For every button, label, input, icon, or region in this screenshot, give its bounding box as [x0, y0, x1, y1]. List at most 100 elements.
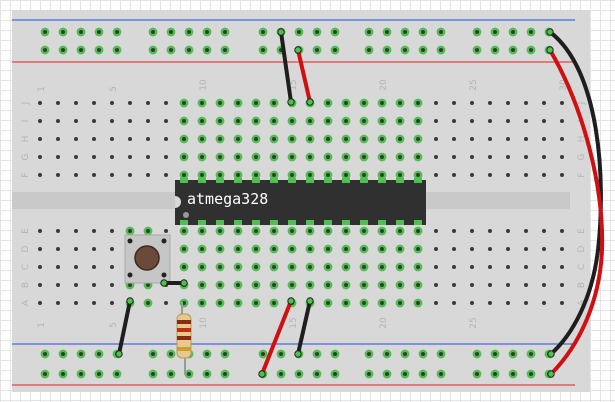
terminal-hole[interactable]	[74, 265, 78, 269]
terminal-hole[interactable]	[38, 119, 42, 123]
terminal-hole[interactable]	[308, 229, 312, 233]
terminal-hole[interactable]	[362, 301, 366, 305]
terminal-hole[interactable]	[380, 247, 384, 251]
rail-hole[interactable]	[169, 30, 173, 34]
terminal-hole[interactable]	[380, 265, 384, 269]
terminal-hole[interactable]	[200, 265, 204, 269]
terminal-hole[interactable]	[272, 173, 276, 177]
terminal-hole[interactable]	[398, 173, 402, 177]
terminal-hole[interactable]	[110, 229, 114, 233]
terminal-hole[interactable]	[164, 137, 168, 141]
rail-hole[interactable]	[493, 30, 497, 34]
rail-hole[interactable]	[97, 48, 101, 52]
resistor[interactable]	[176, 302, 192, 375]
terminal-hole[interactable]	[200, 247, 204, 251]
terminal-hole[interactable]	[308, 155, 312, 159]
terminal-hole[interactable]	[398, 155, 402, 159]
terminal-hole[interactable]	[434, 301, 438, 305]
terminal-hole[interactable]	[416, 247, 420, 251]
terminal-hole[interactable]	[560, 283, 564, 287]
terminal-hole[interactable]	[74, 283, 78, 287]
terminal-hole[interactable]	[506, 229, 510, 233]
terminal-hole[interactable]	[38, 101, 42, 105]
terminal-hole[interactable]	[506, 283, 510, 287]
terminal-hole[interactable]	[74, 301, 78, 305]
rail-hole[interactable]	[529, 48, 533, 52]
terminal-hole[interactable]	[452, 301, 456, 305]
terminal-hole[interactable]	[254, 265, 258, 269]
terminal-hole[interactable]	[326, 283, 330, 287]
terminal-hole[interactable]	[524, 173, 528, 177]
terminal-hole[interactable]	[74, 119, 78, 123]
terminal-hole[interactable]	[506, 265, 510, 269]
wire-black-top-short[interactable]	[279, 30, 293, 104]
rail-hole[interactable]	[297, 30, 301, 34]
terminal-hole[interactable]	[92, 119, 96, 123]
rail-hole[interactable]	[439, 30, 443, 34]
terminal-hole[interactable]	[560, 247, 564, 251]
rail-hole[interactable]	[151, 352, 155, 356]
terminal-hole[interactable]	[182, 155, 186, 159]
rail-hole[interactable]	[403, 48, 407, 52]
terminal-hole[interactable]	[38, 229, 42, 233]
rail-hole[interactable]	[205, 30, 209, 34]
terminal-hole[interactable]	[236, 137, 240, 141]
terminal-hole[interactable]	[92, 265, 96, 269]
terminal-hole[interactable]	[200, 101, 204, 105]
terminal-hole[interactable]	[452, 119, 456, 123]
terminal-hole[interactable]	[452, 265, 456, 269]
terminal-hole[interactable]	[218, 229, 222, 233]
terminal-hole[interactable]	[56, 265, 60, 269]
terminal-hole[interactable]	[290, 265, 294, 269]
terminal-hole[interactable]	[362, 265, 366, 269]
rail-hole[interactable]	[151, 30, 155, 34]
terminal-hole[interactable]	[560, 265, 564, 269]
terminal-hole[interactable]	[506, 137, 510, 141]
rail-hole[interactable]	[439, 372, 443, 376]
terminal-hole[interactable]	[200, 173, 204, 177]
terminal-hole[interactable]	[470, 155, 474, 159]
terminal-hole[interactable]	[506, 101, 510, 105]
terminal-hole[interactable]	[560, 119, 564, 123]
terminal-hole[interactable]	[56, 229, 60, 233]
terminal-hole[interactable]	[326, 101, 330, 105]
terminal-hole[interactable]	[416, 137, 420, 141]
terminal-hole[interactable]	[542, 137, 546, 141]
terminal-hole[interactable]	[380, 119, 384, 123]
terminal-hole[interactable]	[92, 101, 96, 105]
terminal-hole[interactable]	[380, 155, 384, 159]
terminal-hole[interactable]	[236, 119, 240, 123]
terminal-hole[interactable]	[398, 229, 402, 233]
terminal-hole[interactable]	[416, 265, 420, 269]
rail-hole[interactable]	[223, 48, 227, 52]
terminal-hole[interactable]	[488, 247, 492, 251]
terminal-hole[interactable]	[434, 155, 438, 159]
terminal-hole[interactable]	[542, 247, 546, 251]
terminal-hole[interactable]	[236, 283, 240, 287]
terminal-hole[interactable]	[362, 247, 366, 251]
terminal-hole[interactable]	[110, 247, 114, 251]
terminal-hole[interactable]	[128, 101, 132, 105]
terminal-hole[interactable]	[452, 229, 456, 233]
terminal-hole[interactable]	[272, 283, 276, 287]
terminal-hole[interactable]	[434, 229, 438, 233]
terminal-hole[interactable]	[110, 173, 114, 177]
terminal-hole[interactable]	[434, 265, 438, 269]
rail-hole[interactable]	[475, 30, 479, 34]
terminal-hole[interactable]	[344, 155, 348, 159]
rail-hole[interactable]	[79, 48, 83, 52]
terminal-hole[interactable]	[218, 119, 222, 123]
rail-hole[interactable]	[367, 352, 371, 356]
terminal-hole[interactable]	[398, 119, 402, 123]
terminal-hole[interactable]	[236, 155, 240, 159]
terminal-hole[interactable]	[362, 155, 366, 159]
rail-hole[interactable]	[315, 372, 319, 376]
terminal-hole[interactable]	[200, 229, 204, 233]
rail-hole[interactable]	[205, 352, 209, 356]
rail-hole[interactable]	[61, 352, 65, 356]
terminal-hole[interactable]	[398, 247, 402, 251]
terminal-hole[interactable]	[398, 283, 402, 287]
terminal-hole[interactable]	[524, 119, 528, 123]
terminal-hole[interactable]	[524, 265, 528, 269]
terminal-hole[interactable]	[128, 229, 132, 233]
